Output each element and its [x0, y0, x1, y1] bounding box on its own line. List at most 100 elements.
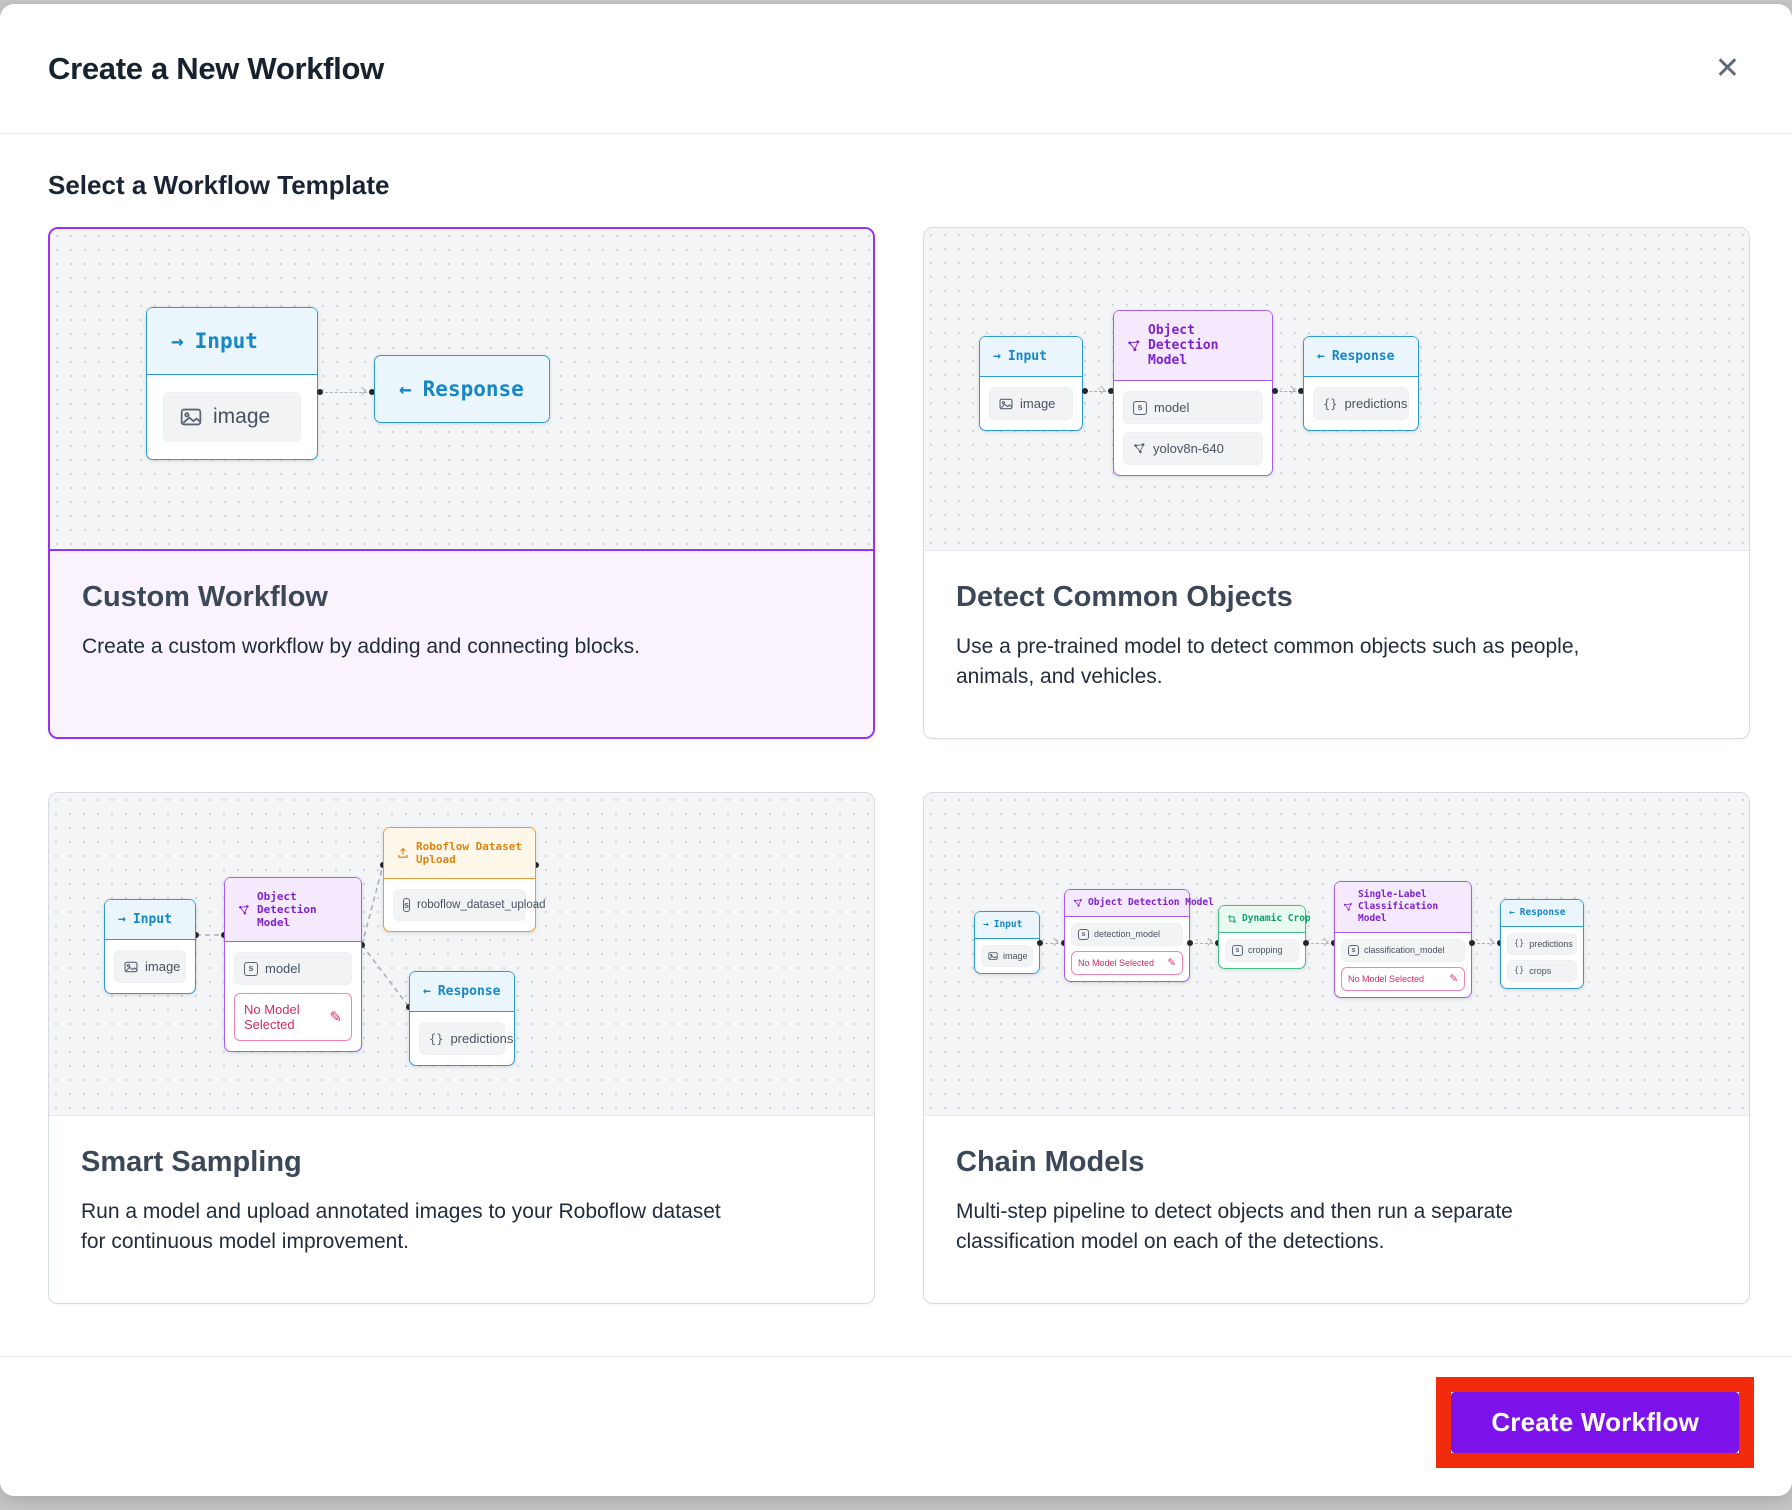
connector — [1187, 938, 1221, 947]
model-field-label: model — [1154, 400, 1190, 415]
image-field-label: image — [1003, 950, 1028, 961]
modal-header: Create a New Workflow ✕ — [0, 4, 1792, 134]
braces-icon: {} — [1514, 938, 1525, 949]
string-type-icon: s — [1232, 944, 1243, 956]
card-title: Detect Common Objects — [956, 581, 1293, 613]
card-title: Custom Workflow — [82, 581, 328, 613]
object-detection-model-node: Object Detection Model s model No Model … — [224, 877, 362, 1052]
roboflow-dataset-upload-label: Roboflow Dataset Upload — [416, 840, 522, 866]
create-workflow-button[interactable]: Create Workflow — [1451, 1392, 1739, 1453]
input-arrow-icon: → — [171, 329, 184, 353]
input-node-label: Input — [1007, 349, 1047, 364]
create-workflow-modal: Create a New Workflow ✕ Select a Workflo… — [0, 4, 1792, 1496]
dynamic-crop-label: Dynamic Crop — [1242, 913, 1311, 924]
predictions-field-pill: {} predictions — [419, 1022, 513, 1055]
no-model-selected-pill: No Model Selected ✎ — [1071, 950, 1183, 975]
modal-footer: Create Workflow — [0, 1356, 1792, 1496]
card-description: Use a pre-trained model to detect common… — [956, 635, 1580, 688]
object-detection-model-label: Object Detection Model — [1148, 323, 1219, 368]
modal-title: Create a New Workflow — [48, 50, 384, 86]
predictions-field-label: predictions — [1529, 938, 1573, 949]
object-detection-model-node: Object Detection Model s detection_model… — [1064, 889, 1214, 982]
model-field-label: model — [265, 961, 301, 976]
input-node: → Input image — [146, 307, 318, 460]
image-field-pill: image — [114, 950, 186, 983]
diagram-custom-workflow: → Input image — [50, 229, 873, 549]
image-icon — [180, 406, 202, 428]
response-arrow-icon: ← — [1509, 907, 1515, 918]
connector — [1037, 938, 1067, 947]
detection-model-field-pill: s detection_model — [1071, 922, 1183, 946]
card-description: Multi-step pipeline to detect objects an… — [956, 1200, 1513, 1253]
no-model-selected-pill: No Model Selected ✎ — [1341, 966, 1465, 991]
edit-pencil-icon[interactable]: ✎ — [1167, 957, 1176, 969]
response-node: ← Response {} predictions — [1303, 336, 1419, 431]
card-title: Chain Models — [956, 1146, 1145, 1178]
crops-field-label: crops — [1529, 965, 1552, 976]
template-card-chain-models[interactable]: → Input image — [923, 792, 1750, 1304]
template-card-detect-common-objects[interactable]: → Input image — [923, 227, 1750, 739]
image-field-pill: image — [163, 392, 301, 442]
modal-content: Select a Workflow Template → Input — [0, 134, 1792, 1356]
diagram-detect-common-objects: → Input image — [924, 228, 1749, 550]
roboflow-dataset-upload-node: Roboflow Dataset Upload s roboflow_datas… — [383, 827, 546, 932]
crop-icon — [1227, 914, 1237, 924]
crops-field-pill: {} crops — [1507, 959, 1577, 982]
response-arrow-icon: ← — [423, 984, 431, 999]
image-field-label: image — [213, 405, 271, 428]
model-field-pill: s model — [1123, 391, 1263, 424]
classification-model-field-pill: s classification_model — [1341, 938, 1465, 962]
response-node: ← Response — [374, 355, 550, 423]
model-graph-icon — [238, 904, 250, 916]
close-icon[interactable]: ✕ — [1709, 48, 1746, 90]
response-arrow-icon: ← — [399, 377, 412, 401]
input-node-label: Input — [194, 329, 258, 353]
detection-model-field-label: detection_model — [1094, 929, 1161, 940]
edit-pencil-icon[interactable]: ✎ — [1449, 973, 1458, 985]
image-field-pill: image — [981, 944, 1033, 967]
connector — [1272, 386, 1304, 395]
model-graph-icon — [1073, 898, 1083, 908]
input-node-label: Input — [993, 919, 1023, 930]
template-card-smart-sampling[interactable]: → Input image — [48, 792, 875, 1304]
connector — [1303, 938, 1337, 947]
model-graph-icon — [1127, 339, 1141, 353]
cropping-field-label: cropping — [1248, 945, 1283, 956]
cropping-field-pill: s cropping — [1225, 938, 1299, 962]
upload-icon — [397, 847, 409, 859]
no-model-selected-pill: No Model Selected ✎ — [234, 993, 352, 1041]
image-icon — [124, 960, 138, 974]
predictions-field-label: predictions — [1344, 396, 1408, 411]
object-detection-model-label: Object Detection Model — [257, 890, 317, 929]
model-graph-icon — [1133, 442, 1146, 455]
no-model-selected-label: No Model Selected — [244, 1002, 300, 1032]
response-node-label: Response — [1519, 907, 1566, 918]
response-node-label: Response — [1331, 349, 1395, 364]
single-label-classification-model-label: Single-Label Classification Model — [1358, 889, 1439, 924]
object-detection-model-label: Object Detection Model — [1088, 897, 1214, 908]
no-model-selected-label: No Model Selected — [1348, 973, 1425, 984]
dynamic-crop-node: Dynamic Crop s cropping — [1218, 905, 1311, 969]
input-node: → Input image — [104, 899, 196, 994]
template-card-custom-workflow[interactable]: → Input image — [48, 227, 875, 739]
card-footer: Custom Workflow Create a custom workflow… — [50, 549, 873, 737]
card-footer: Chain Models Multi-step pipeline to dete… — [924, 1115, 1749, 1303]
card-description: Create a custom workflow by adding and c… — [82, 635, 640, 658]
input-node: → Input image — [979, 336, 1083, 431]
object-detection-model-node: Object Detection Model s model — [1113, 310, 1273, 476]
section-heading: Select a Workflow Template — [48, 170, 390, 200]
response-arrow-icon: ← — [1317, 349, 1325, 364]
template-grid: → Input image — [48, 227, 1750, 1304]
braces-icon: {} — [1514, 965, 1525, 976]
diagram-chain-models: → Input image — [924, 793, 1749, 1115]
string-type-icon: s — [244, 961, 258, 976]
image-field-label: image — [145, 959, 181, 974]
connector — [1082, 386, 1114, 395]
edit-pencil-icon[interactable]: ✎ — [329, 1009, 342, 1026]
classification-model-field-label: classification_model — [1364, 945, 1445, 956]
predictions-field-label: predictions — [450, 1031, 514, 1046]
connector — [317, 387, 375, 396]
image-icon — [988, 951, 998, 961]
braces-icon: {} — [429, 1031, 444, 1046]
card-description: Run a model and upload annotated images … — [81, 1200, 721, 1253]
